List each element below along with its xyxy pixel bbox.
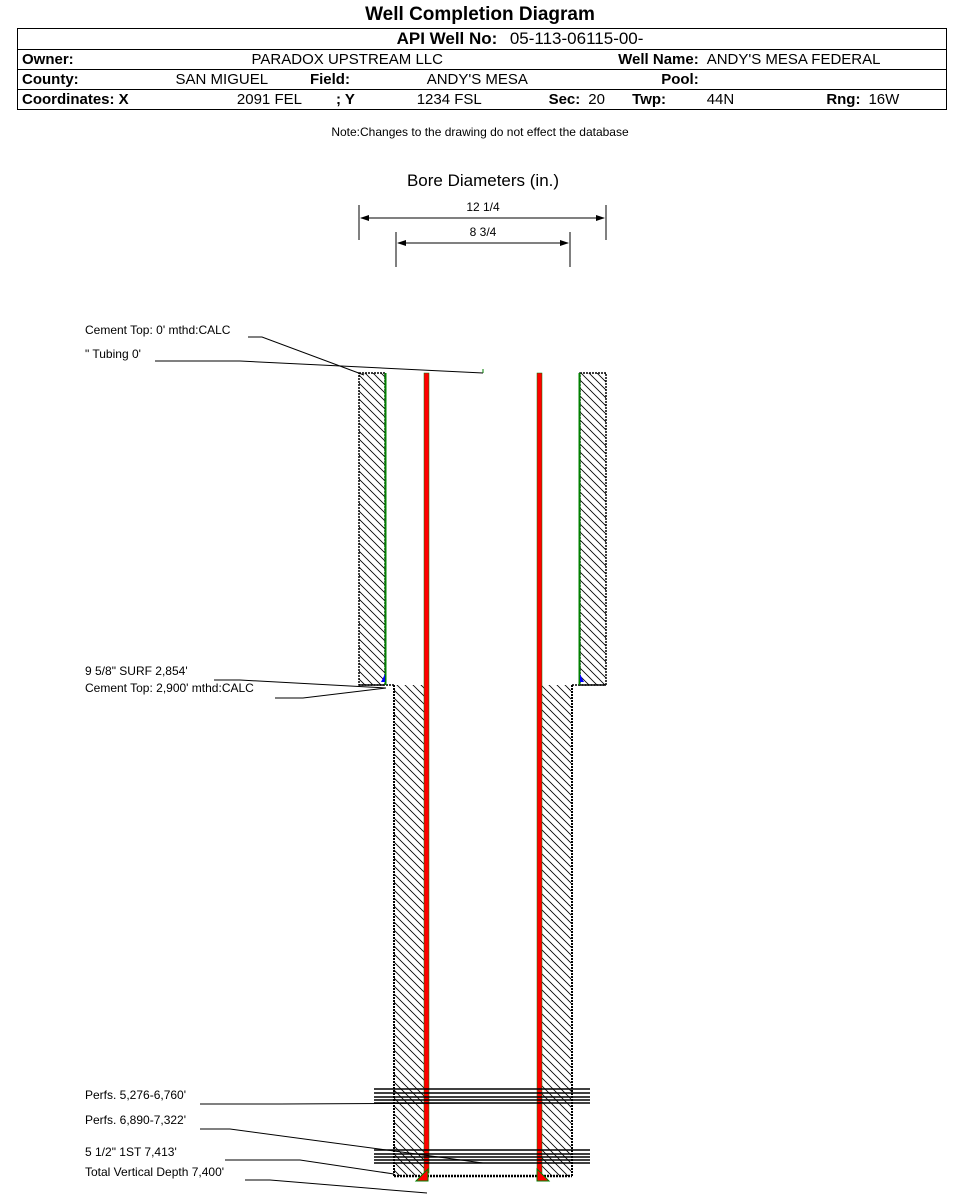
coord-x-label: Coordinates: X: [22, 91, 129, 108]
cement-top-1-label: Cement Top: 0' mthd:CALC: [85, 323, 231, 337]
owner-label: Owner:: [22, 51, 74, 68]
rng-label: Rng:: [826, 91, 861, 108]
tubing-end-icon: [414, 1167, 551, 1182]
prod-casing-label: 5 1/2" 1ST 7,413': [85, 1145, 177, 1159]
perfs-1-label: Perfs. 5,276-6,760': [85, 1088, 186, 1102]
bore-1-label: 12 1/4: [466, 200, 500, 214]
county-label: County:: [22, 71, 79, 88]
field-value: ANDY'S MESA: [426, 71, 528, 88]
pool-label: Pool:: [661, 71, 699, 88]
well-name-value: ANDY'S MESA FEDERAL: [706, 51, 881, 68]
twp-value: 44N: [706, 91, 735, 108]
cement-top-2-label: Cement Top: 2,900' mthd:CALC: [85, 681, 254, 695]
twp-label: Twp:: [632, 91, 667, 108]
bore-2-label: 8 3/4: [470, 225, 497, 239]
bore-diameters-title: Bore Diameters (in.): [407, 171, 559, 190]
owner-value: PARADOX UPSTREAM LLC: [251, 51, 443, 68]
perfs-2-label: Perfs. 6,890-7,322': [85, 1113, 186, 1127]
coord-x-value: 2091 FEL: [236, 91, 302, 108]
sec-label: Sec:: [548, 91, 581, 108]
page-title: Well Completion Diagram: [365, 4, 595, 25]
bore-dimension-8-3-4: 8 3/4: [395, 225, 571, 267]
surface-cement: [358, 372, 607, 686]
api-value: 05-113-06115-00-: [509, 29, 644, 48]
tubing: [414, 372, 551, 1182]
field-label: Field:: [309, 71, 350, 88]
tvd-label: Total Vertical Depth 7,400': [85, 1165, 224, 1179]
surface-casing: [381, 373, 584, 685]
coord-y-value: 1234 FSL: [416, 91, 482, 108]
well-header-table: API Well No: 05-113-06115-00- Owner: PAR…: [17, 28, 947, 110]
leader-lines: [155, 336, 484, 1194]
note-text: Note:Changes to the drawing do not effec…: [331, 125, 629, 139]
surf-casing-label: 9 5/8" SURF 2,854': [85, 664, 188, 678]
production-cement: [393, 685, 573, 1178]
casing-shoe-icon: [381, 674, 584, 682]
well-name-label: Well Name:: [618, 51, 699, 68]
api-label: API Well No:: [396, 29, 498, 48]
rng-value: 16W: [868, 91, 900, 108]
sec-value: 20: [588, 91, 605, 108]
bore-dimension-12-1-4: 12 1/4: [358, 200, 607, 240]
tubing-label: " Tubing 0': [85, 347, 141, 361]
county-value: SAN MIGUEL: [175, 71, 269, 88]
coord-y-label: ; Y: [335, 91, 355, 108]
